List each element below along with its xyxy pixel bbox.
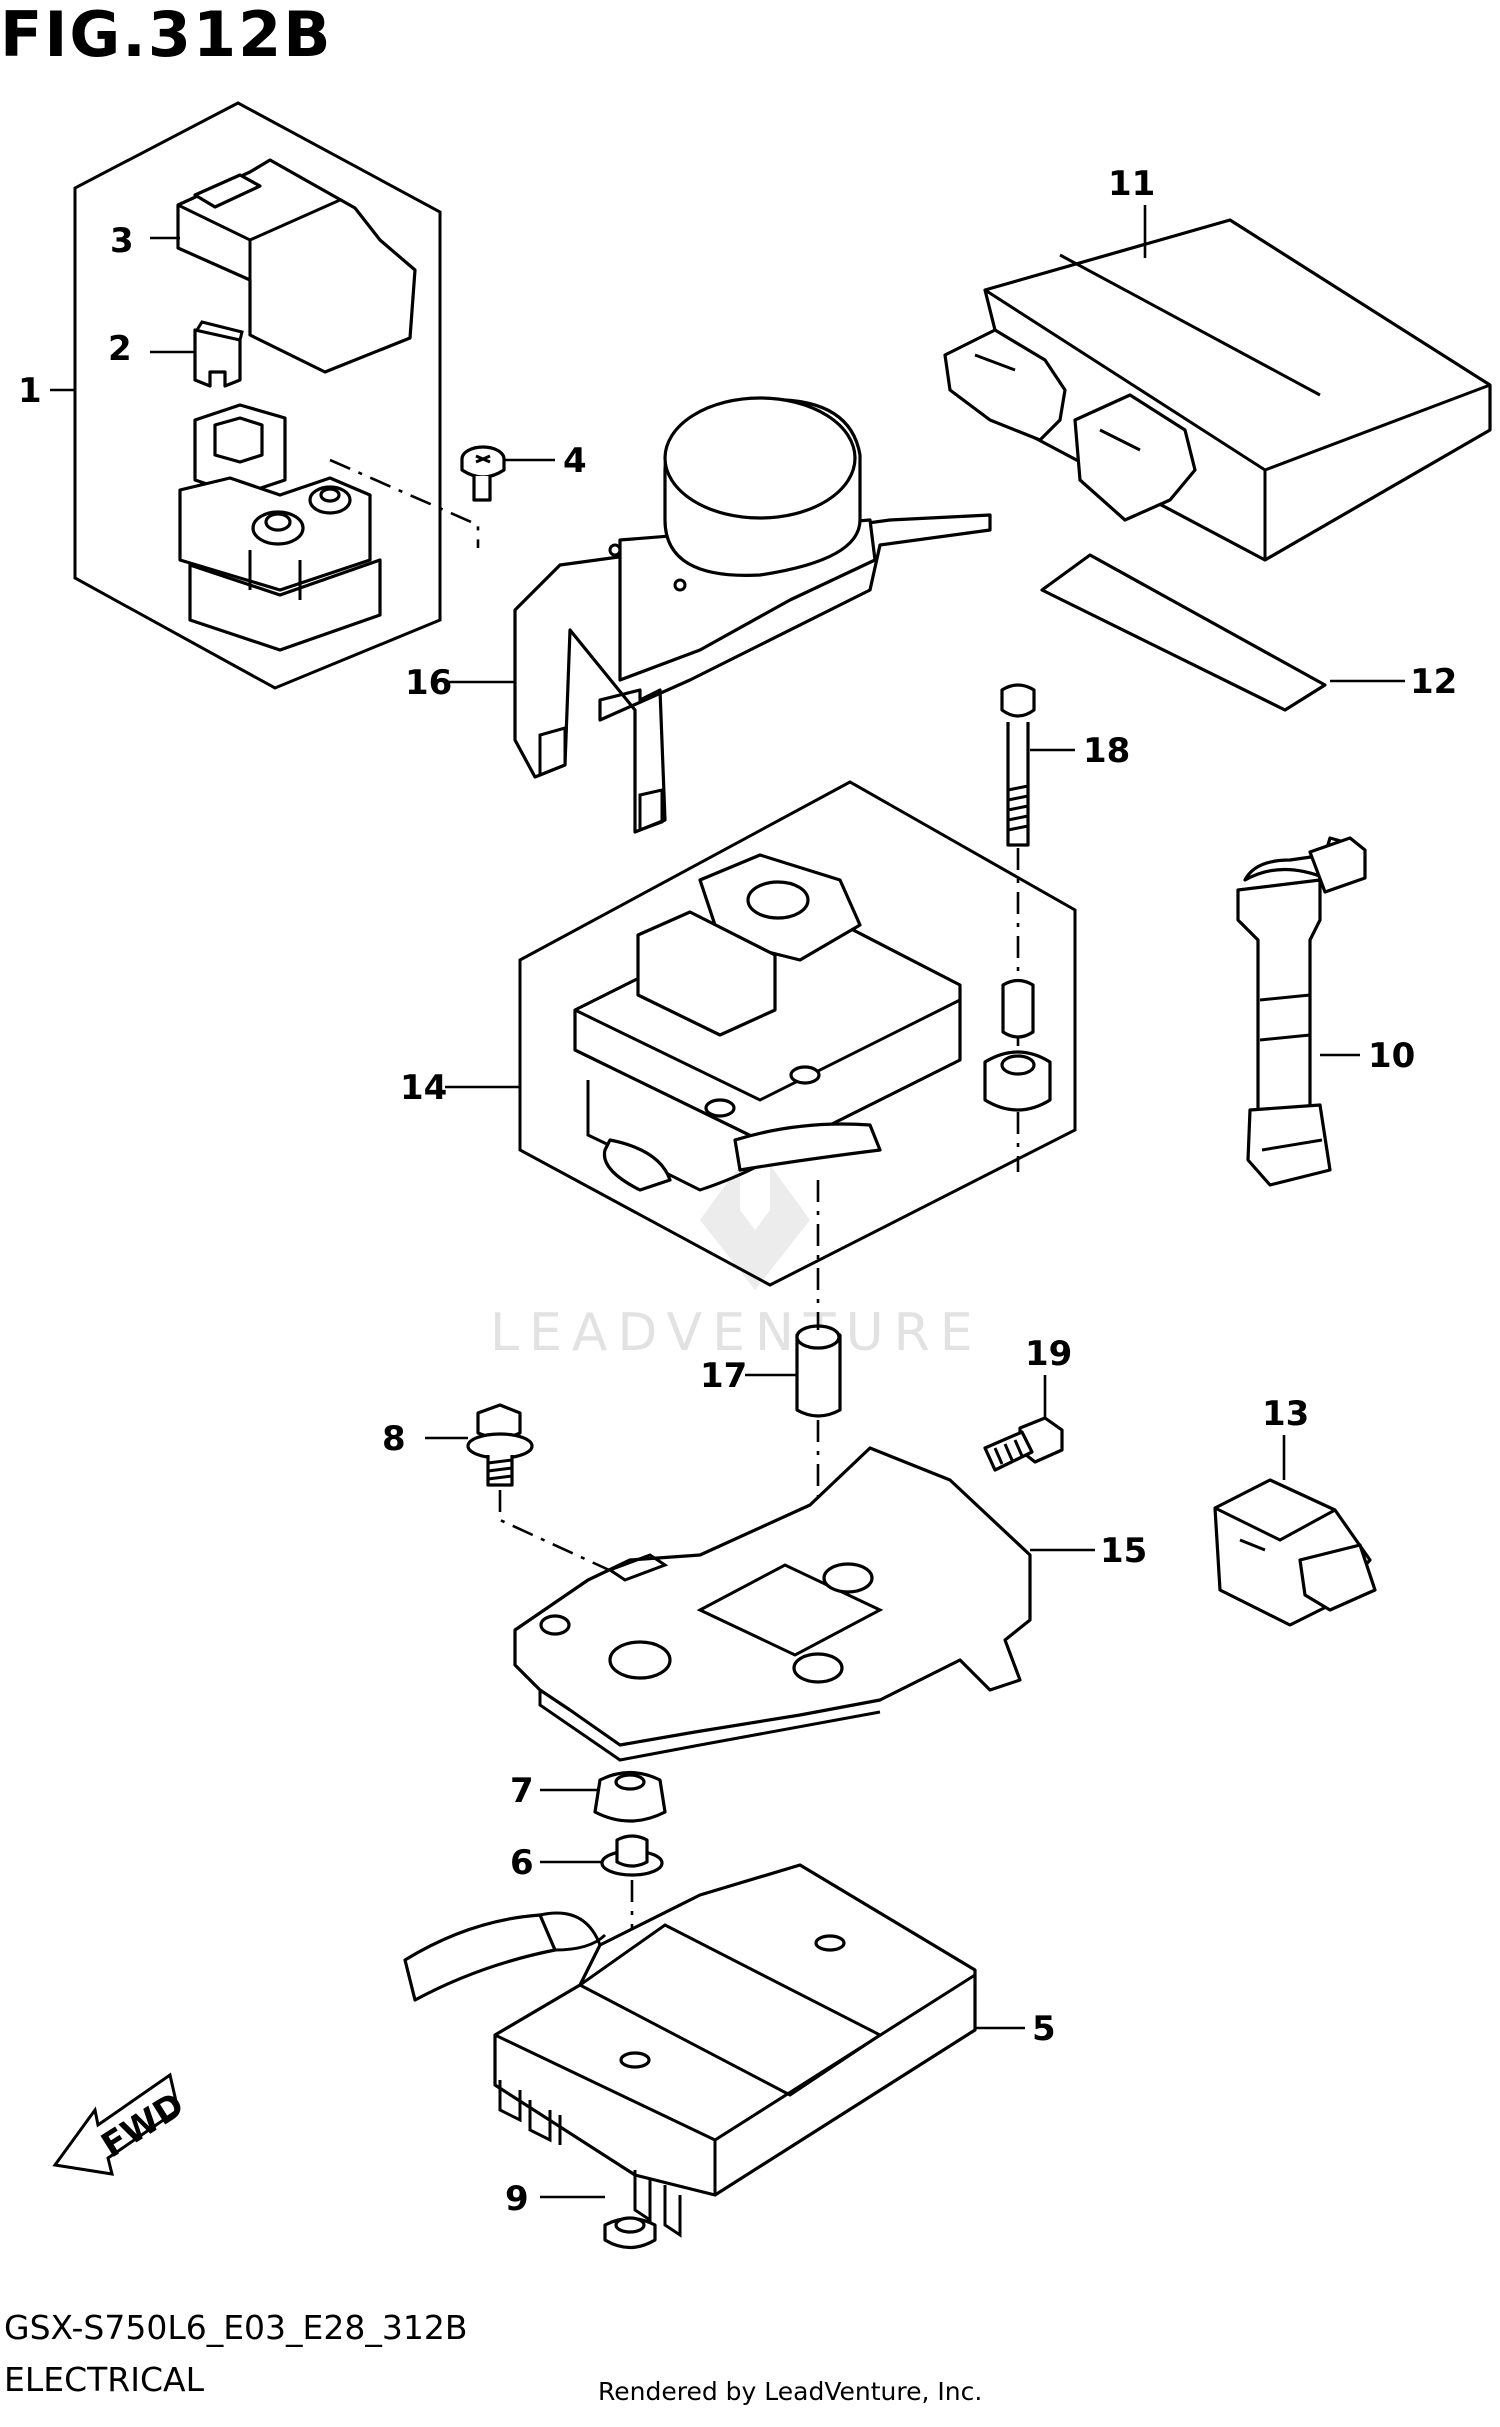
callout-2: 2	[108, 329, 132, 369]
callout-11: 11	[1108, 164, 1155, 204]
part-16-bracket	[513, 396, 992, 834]
callout-1: 1	[18, 371, 42, 411]
callout-4: 4	[563, 441, 587, 481]
callout-17: 17	[700, 1356, 747, 1396]
callout-3: 3	[110, 221, 134, 261]
part-18-bolt	[1000, 683, 1036, 847]
part-15-plate	[513, 1446, 1032, 1762]
credit-label: Rendered by LeadVenture, Inc.	[598, 2377, 983, 2406]
part-3-cover	[176, 158, 417, 374]
figure-title: FIG.312B	[0, 0, 333, 71]
part-4-screw	[460, 445, 506, 502]
fwd-label: FWD	[95, 2085, 192, 2166]
section-label: ELECTRICAL	[4, 2360, 204, 2399]
callout-10: 10	[1368, 1036, 1415, 1076]
callout-12: 12	[1410, 662, 1457, 702]
part-10-ignition-coil	[1236, 836, 1367, 1187]
callout-5: 5	[1032, 2009, 1056, 2049]
callout-15: 15	[1100, 1531, 1147, 1571]
part-13-connector	[1213, 1478, 1377, 1627]
model-code-label: GSX-S750L6_E03_E28_312B	[4, 2308, 468, 2347]
callout-8: 8	[382, 1419, 406, 1459]
callout-14: 14	[400, 1068, 447, 1108]
callout-16: 16	[405, 663, 452, 703]
callout-numbers: 1 2 3 4 5 6 7 8 9 10 11 12 13 14 15 16 1…	[18, 164, 1457, 2219]
callout-13: 13	[1262, 1394, 1309, 1434]
part-8-bolt	[466, 1403, 534, 1487]
spacer-sleeve	[1001, 978, 1035, 1039]
part-5-regulator	[403, 1863, 977, 2238]
watermark-logo-icon	[700, 1165, 810, 1290]
part-9-nut	[603, 2216, 657, 2250]
watermark: LEADVENTURE	[490, 1165, 983, 1363]
part-7-grommet	[593, 1770, 667, 1823]
callout-6: 6	[510, 1843, 534, 1883]
part-11-ecu	[943, 218, 1492, 562]
kit-group-frame-14	[518, 780, 1077, 1287]
fwd-direction-badge: FWD	[52, 2072, 192, 2176]
part-14-ignition-module	[573, 853, 962, 1192]
watermark-text: LEADVENTURE	[490, 1303, 983, 1363]
part-2-fuse	[193, 320, 244, 388]
callout-7: 7	[510, 1771, 534, 1811]
part-1-relay-assembly	[178, 403, 382, 652]
part-19-bolt	[983, 1416, 1064, 1472]
part-12-pad	[1040, 553, 1327, 712]
grommet	[983, 1050, 1052, 1112]
kit-group-frame-1	[73, 101, 442, 690]
part-6-collar	[600, 1834, 664, 1877]
callout-19: 19	[1025, 1334, 1072, 1374]
leader-lines	[50, 205, 1405, 2199]
callout-18: 18	[1083, 731, 1130, 771]
callout-9: 9	[505, 2179, 529, 2219]
